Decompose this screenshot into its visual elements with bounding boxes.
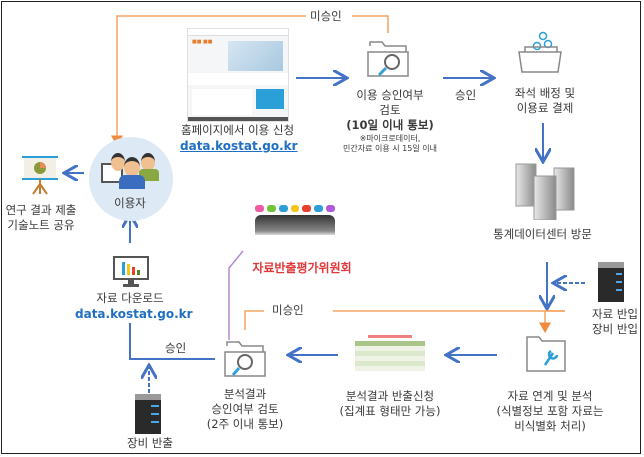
reject-bottom-line-left2 <box>244 310 264 330</box>
edge-label-approve-top: 승인 <box>455 88 477 102</box>
approve-bottom-line <box>129 323 215 360</box>
committee-label: 자료반출평가위원회 <box>252 261 352 275</box>
seat-line2: 이용료 결제 <box>516 101 574 115</box>
edge-label-approve-bottom: 승인 <box>165 341 187 355</box>
review-line2: 검토 <box>379 103 401 117</box>
review-notice: 통보) <box>403 118 434 132</box>
research-line1: 연구 결과 제출 <box>5 203 77 217</box>
export-req-line1: 분석결과 반출신청 <box>345 389 435 403</box>
server-icon <box>598 262 624 302</box>
apply-url[interactable]: data.kostat.go.kr <box>180 139 298 154</box>
folder-search-icon <box>367 41 409 77</box>
analyze-line3: 비식별화 처리) <box>514 419 586 433</box>
users-icon <box>89 137 173 221</box>
export-review-line2: 승인여부 검토 <box>211 402 279 416</box>
presentation-icon <box>22 156 58 195</box>
research-line2: 기술노트 공유 <box>7 218 75 232</box>
folder-wrench-icon <box>526 336 566 372</box>
user-label: 이용자 <box>114 196 146 210</box>
meeting-icon <box>255 205 336 245</box>
export-review-line1: 분석결과 <box>223 387 267 401</box>
server-icon-2 <box>135 394 161 434</box>
analyze-line2: (식별정보 포함 자료는 <box>496 404 604 418</box>
review-line3: (10일 이내 통보) <box>335 118 445 133</box>
analyze-line1: 자료 연계 및 분석 <box>507 389 593 403</box>
table-icon <box>355 335 425 375</box>
apply-label: 홈페이지에서 이용 신청 <box>180 123 295 137</box>
export-req-line2: (집계표 형태만 가능) <box>339 404 441 418</box>
apply-url-link[interactable]: data.kostat.go.kr <box>180 139 298 153</box>
edge-label-reject-top: 미승인 <box>310 9 342 23</box>
export-review-line3: (2주 이내 통보) <box>206 417 284 431</box>
download-url[interactable]: data.kostat.go.kr <box>75 307 193 322</box>
equip-out-label: 장비 반출 <box>127 436 173 450</box>
reject-top-line <box>111 15 306 146</box>
server-building-icon <box>515 163 575 220</box>
visit-label: 통계데이터센터 방문 <box>493 227 592 241</box>
bring-in-line1: 자료 반입 <box>592 307 638 321</box>
reject-top-line-right <box>352 15 389 33</box>
reject-bottom-line <box>539 310 565 333</box>
folder-search-icon-2 <box>224 341 266 377</box>
seat-line1: 좌석 배정 및 <box>514 86 576 100</box>
homepage-screenshot: ■■ ■■ <box>187 28 289 122</box>
committee-line <box>228 250 244 340</box>
download-url-link[interactable]: data.kostat.go.kr <box>75 307 193 321</box>
bring-in-line2: 장비 반입 <box>592 322 638 336</box>
basket-icon <box>518 31 562 73</box>
edge-label-reject-bottom: 미승인 <box>272 303 304 317</box>
review-period: (10일 이내 <box>346 118 404 132</box>
review-note1: ※마이크로데이터, <box>359 134 421 143</box>
monitor-chart-icon <box>113 256 149 287</box>
review-line1: 이용 승인여부 <box>356 88 424 102</box>
download-label: 자료 다운로드 <box>96 291 164 305</box>
review-note2: 민간자료 이용 시 15일 이내 <box>343 144 437 153</box>
